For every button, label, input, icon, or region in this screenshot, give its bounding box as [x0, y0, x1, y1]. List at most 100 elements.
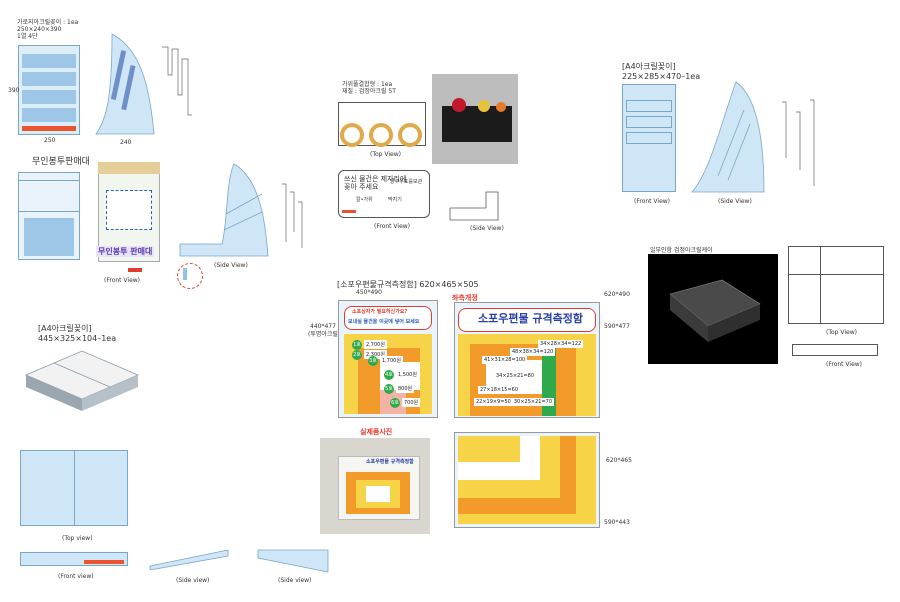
tape-ring: [340, 123, 364, 147]
a4-tray-view-top: (Top view): [62, 535, 93, 542]
parcel-sign-a: 보내실 물건을 이곳에 넣어 보세요: [348, 319, 420, 325]
a4-holder-side: [691, 81, 765, 193]
black-case-divider: [820, 246, 821, 324]
parcel-right-top: 620*490: [604, 291, 630, 298]
notice-text2: 꽂아 주세요: [344, 183, 379, 191]
mailbox-arrow: [128, 268, 142, 272]
stand-dim-width: 250: [44, 137, 56, 144]
parcel-step: 1호: [352, 340, 362, 350]
parcel-size: 30×25×21=70: [512, 398, 555, 406]
tray-sub: 재질 : 검정아크릴 5T: [342, 88, 396, 95]
parcel-bottom-dim2: 590*443: [604, 519, 630, 526]
parcel-step: 5호: [384, 384, 394, 394]
parcel-price: 800원: [396, 384, 415, 393]
tape-ring: [369, 123, 393, 147]
a4-tray-side1: [149, 549, 229, 570]
parcel-size: 34×25×21=80: [494, 372, 537, 380]
stand-dim-height: 390: [8, 87, 20, 94]
notice-text1: 쓰신 물건은 제자리에: [344, 175, 407, 183]
black-case-divider: [788, 274, 884, 275]
a4-tray-view-front: (Front view): [58, 573, 94, 580]
black-case-view-top: (Top View): [826, 329, 857, 336]
top-left-size: 250×240×390: [17, 26, 62, 33]
a4-holder-view-side: (Side View): [718, 198, 752, 205]
notice-c1: 칼•가위: [356, 197, 373, 203]
parcel-step: 3호: [368, 356, 378, 366]
parcel-size: 22×19×9=50: [474, 398, 513, 406]
tray-view-top: (Top View): [370, 151, 401, 158]
black-case-title: 일부인함 검정아크릴케이: [650, 247, 713, 254]
tray-photo-item: [496, 102, 506, 112]
notice-right: 방구우표를보관: [390, 179, 423, 185]
top-left-title: 가로지아크릴꽂이 : 1ea: [17, 19, 79, 26]
parcel-step: 2호: [352, 350, 362, 360]
black-case-top: [788, 246, 884, 324]
parcel-size: 34×28×34=122: [538, 340, 584, 348]
a4-tray-view-side2: (Side view): [278, 577, 312, 584]
parcel-bottom-yellow3: [458, 436, 520, 462]
parcel-title: [소포우편물규격측정함] 620×465×505: [337, 280, 479, 289]
detail-circle: [177, 263, 203, 289]
a4-tray-front-label: [84, 560, 124, 564]
stand-side-profiles: [162, 46, 192, 116]
mailbox-sign: 무인봉투 판매대: [96, 246, 155, 258]
detail-corner: [183, 268, 187, 280]
parcel-left-side2: (투명아크릴): [308, 331, 341, 338]
parcel-right-side: 590*477: [604, 323, 630, 330]
mailbox-view-front: (Front View): [104, 277, 141, 284]
a4-holder-view-front: (Front View): [634, 198, 671, 205]
stand-shelf: [22, 108, 76, 122]
a4-tray-view-side1: (Side view): [176, 577, 210, 584]
parcel-price: 2,300원: [364, 350, 387, 359]
parcel-right-banner: [458, 308, 596, 332]
parcel-photo-sign: 소포우편물 규격측정함: [366, 459, 414, 465]
a4-tray-size: 445×325×104–1ea: [38, 334, 117, 343]
parcel-price: 2,700원: [364, 340, 387, 349]
stand-side-dim: 240: [120, 139, 132, 146]
notice-view-front: (Front View): [374, 223, 411, 230]
parcel-right-green: [542, 340, 556, 416]
notice-view-side: (Side View): [470, 225, 504, 232]
parcel-sign-q: 소포상자가 필요하신가요?: [352, 309, 408, 315]
a4-holder-size: 225×285×470–1ea: [622, 72, 701, 81]
parcel-size: 41×31×28=100: [482, 356, 528, 364]
notice-c2: 딱지기: [388, 197, 402, 203]
a4-holder-profiles: [782, 99, 815, 186]
stand-shelf: [22, 90, 76, 104]
mailbox-view-side: (Side View): [214, 262, 248, 269]
parcel-size: 48×38×34=120: [510, 348, 556, 356]
a4-holder-slot: [626, 100, 672, 112]
stand-footer-red: [22, 126, 76, 131]
parcel-left-side: 440*477: [310, 323, 336, 330]
mailbox-title: 무인봉투판매대: [32, 157, 90, 167]
mailbox-side-shape: [179, 163, 269, 257]
stand-shelf: [22, 72, 76, 86]
notice-side: [449, 191, 499, 221]
parcel-right-title: 소포우편물 규격측정함: [478, 312, 584, 325]
a4-holder-title: [A4아크릴꽂이]: [622, 62, 676, 71]
a4-holder-slot: [626, 132, 672, 144]
tape-ring: [398, 123, 422, 147]
notice-footer: [342, 210, 356, 213]
parcel-bottom-dim1: 620*465: [606, 457, 632, 464]
parcel-photo-inner: [366, 486, 390, 502]
parcel-price: 1,500원: [396, 370, 419, 379]
parcel-draft-label: 좌측개정: [452, 294, 478, 302]
a4-tray-top-divider: [74, 450, 75, 526]
mailbox-window: [106, 190, 152, 230]
mailbox-shelf-rows: [18, 180, 80, 212]
parcel-step: 6호: [390, 398, 400, 408]
a4-tray-title: [A4아크릴꽂이]: [38, 324, 92, 333]
parcel-price: 700원: [402, 398, 421, 407]
parcel-left-sign: [344, 306, 432, 330]
top-left-sub: 1열 4단: [17, 33, 38, 40]
a4-holder-front: [622, 84, 676, 192]
parcel-price: 1,700원: [380, 356, 403, 365]
black-case-shape: [669, 279, 761, 342]
parcel-photo-label: 실제품사진: [360, 428, 393, 436]
a4-tray-side2: [257, 549, 329, 573]
stand-shelf: [22, 54, 76, 68]
tray-photo-item: [452, 98, 466, 112]
parcel-left-top: 450*490: [356, 289, 382, 296]
parcel-size: 27×18×15=60: [478, 386, 521, 394]
